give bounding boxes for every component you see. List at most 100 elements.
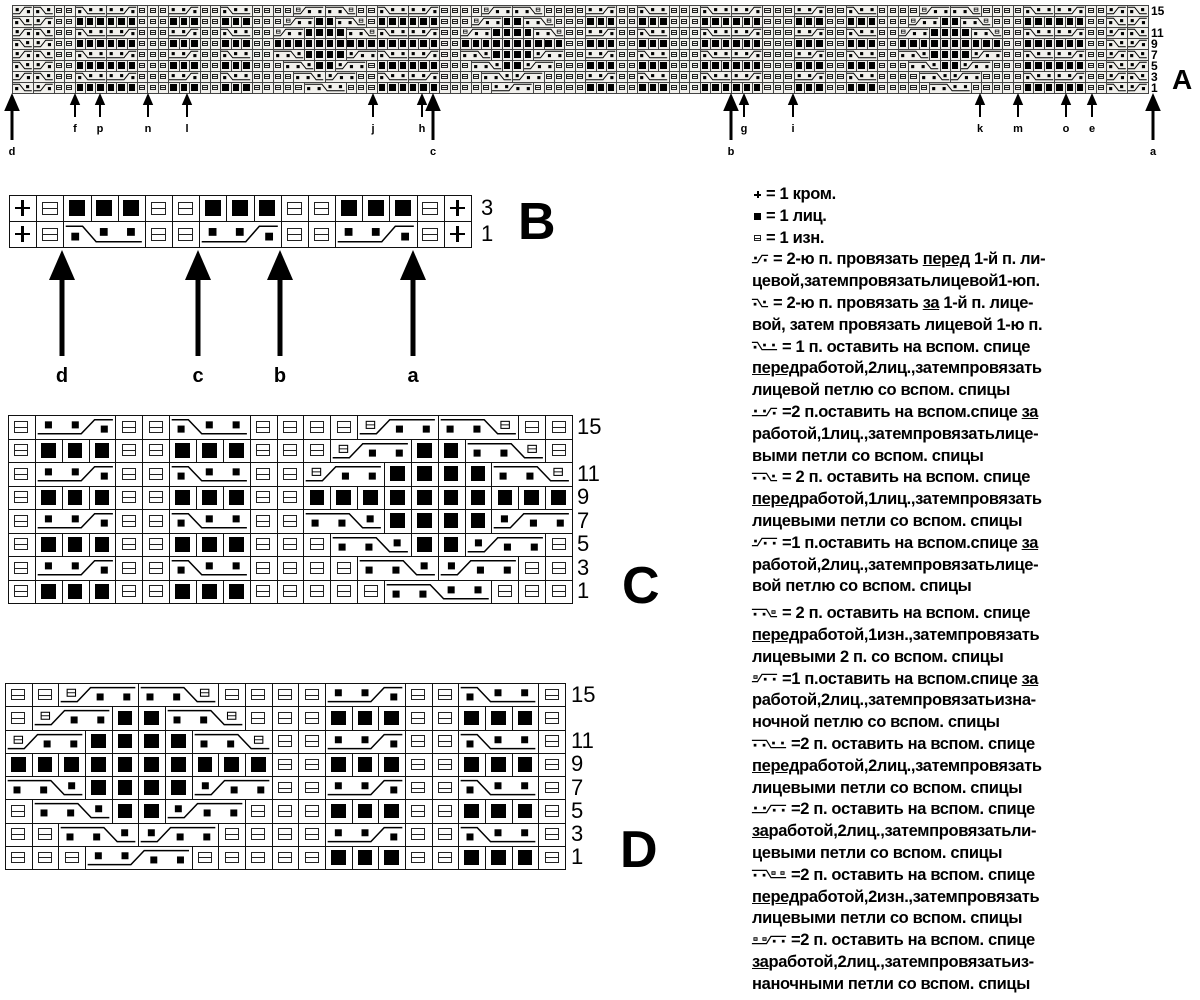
- arrow-b-icon: [267, 250, 293, 356]
- cable-cell: [32, 5, 55, 17]
- purl-stitch-icon: [212, 7, 219, 14]
- arrow-e-icon: [1086, 93, 1098, 117]
- arrow-label: h: [418, 123, 426, 135]
- purl-stitch-icon: [66, 18, 73, 25]
- arrow-label: m: [1013, 123, 1023, 135]
- right-cross-cable-icon: [75, 6, 105, 15]
- left-cross-cable-icon: [794, 6, 824, 15]
- legend-entry: = 2-ю п. провязать перед 1-й п. ли-цевой…: [751, 249, 1192, 293]
- legend-symbol-icon: [752, 232, 763, 244]
- legend-text: =2 п. оставить на вспом. спице: [791, 865, 1035, 884]
- purl-stitch-icon: [879, 7, 886, 14]
- left-cross-cable-icon: [919, 6, 949, 15]
- cable-cell: [512, 5, 545, 17]
- knit-stitch-icon: [399, 18, 407, 25]
- right-cross-cable-icon: [33, 6, 53, 15]
- purl-stitch-icon: [201, 29, 208, 36]
- row-number: 1: [571, 844, 584, 870]
- knit-stitch-icon: [86, 18, 94, 25]
- arrow-label: j: [371, 123, 375, 135]
- legend-line: лицевыми 2 п. со вспом. спицы: [752, 647, 1192, 669]
- right-cross-cable-icon: [751, 342, 778, 351]
- purl-stitch-icon: [1097, 18, 1105, 25]
- arrow-a-icon: [400, 250, 426, 356]
- knit-stitch-icon: [503, 18, 511, 25]
- purl-stitch-icon: [1004, 7, 1011, 14]
- legend-text: = 2 п. оставить на вспом. спице: [782, 604, 1031, 623]
- purl-stitch-icon: [274, 18, 281, 25]
- knit-stitch-icon: [587, 18, 594, 25]
- left-cross-cable-icon: [751, 538, 778, 547]
- purl-stitch-icon: [1097, 7, 1105, 14]
- legend-text: =1 п.оставить на вспом.спице: [782, 669, 1022, 688]
- legend-line: лицевыми петли со вспом. спицы: [752, 511, 1192, 533]
- purl-stitch-icon: [358, 7, 365, 14]
- legend-line: = 2-ю п. провязать перед 1-й п. ли-: [751, 249, 1192, 271]
- row-number: 7: [571, 774, 584, 800]
- right-cross-cable-icon: [961, 17, 991, 26]
- purl-stitch-icon: [451, 7, 459, 14]
- legend-text: работой,2изн.,затемпровязать: [799, 887, 1040, 906]
- right-cross-cable-icon: [751, 472, 778, 482]
- right-cross-cable-icon: [221, 6, 251, 15]
- legend-line: цевыми петли со вспом. спицы: [752, 843, 1192, 865]
- legend-line: =1 п.оставить на вспом.спице за: [751, 533, 1192, 555]
- knit-stitch-icon: [76, 18, 83, 25]
- purl-stitch-icon: [368, 7, 375, 14]
- left-cross-cable-icon: [732, 6, 762, 15]
- row-number: 11: [577, 460, 600, 486]
- legend-text: =2 п. оставить на вспом. спице: [791, 734, 1035, 753]
- edge-stitch-icon: [756, 191, 759, 198]
- purl-stitch-icon: [879, 18, 886, 25]
- row-number: 1: [577, 578, 590, 604]
- purl-stitch-icon: [681, 18, 688, 25]
- knit-stitch-icon: [806, 18, 813, 25]
- legend-emphasis: за: [922, 293, 940, 312]
- legend-line: лицевой петлю со вспом. спицы: [752, 380, 1192, 402]
- purl-stitch-icon: [618, 7, 625, 14]
- arrow-label: b: [727, 146, 735, 158]
- arrow-label: c: [429, 146, 437, 158]
- legend-text: лицевыми 2 п. со вспом. спицы: [752, 647, 1004, 666]
- legend-line: =2 п. оставить на вспом. спице: [751, 865, 1192, 887]
- legend-line: =2 п.оставить на вспом.спице за: [751, 402, 1192, 424]
- legend-text: работой,2лиц.,затемпровязатьиз-: [768, 952, 1034, 971]
- right-cross-cable-icon: [1128, 6, 1147, 15]
- purl-stitch-icon: [889, 18, 896, 25]
- legend-line: работой,1лиц.,затемпровязатьлице-: [752, 424, 1192, 446]
- legend-symbol-icon: [751, 298, 770, 310]
- left-cross-cable-icon: [586, 6, 616, 15]
- arrow-d-icon: [4, 93, 20, 140]
- legend-emphasis: перед: [752, 756, 800, 775]
- row-number: 11: [571, 728, 594, 754]
- left-cross-cable-icon: [751, 254, 769, 264]
- purl-stitch-icon: [1087, 7, 1094, 14]
- knit-stitch-icon: [733, 18, 740, 25]
- legend-emphasis: за: [1021, 402, 1039, 421]
- knit-stitch-icon: [107, 18, 115, 25]
- legend-text: работой,2лиц.,затемпровязатьли-: [768, 822, 1037, 841]
- chart-a: [12, 5, 1149, 94]
- legend-text: лицевыми петли со вспом. спицы: [752, 909, 1023, 928]
- legend-line: =2 п. оставить на вспом. спице: [751, 799, 1192, 821]
- knit-stitch-icon: [941, 18, 948, 25]
- knit-stitch-icon: [378, 18, 386, 25]
- legend-line: передработой,2изн.,затемпровязать: [752, 887, 1192, 909]
- right-cross-cable-icon: [221, 28, 251, 37]
- legend-line: = 1 изн.: [752, 228, 1192, 250]
- right-cross-cable-icon: [75, 28, 105, 37]
- arrow-label: i: [791, 123, 795, 135]
- right-cross-cable-icon: [951, 6, 981, 15]
- purl-stitch-icon: [628, 18, 636, 25]
- purl-stitch-icon: [899, 7, 907, 14]
- legend-emphasis: за: [752, 952, 769, 971]
- knit-stitch-icon: [753, 18, 761, 25]
- legend-emphasis: перед: [752, 490, 800, 509]
- arrow-label: f: [73, 123, 77, 135]
- right-cross-cable-icon: [751, 739, 787, 748]
- purl-stitch-icon: [201, 18, 208, 25]
- right-cross-cable-icon: [336, 17, 366, 26]
- legend-entry: = 2-ю п. провязать за 1-й п. лице-вой, з…: [751, 293, 1192, 337]
- legend-line: вой, затем провязать лицевой 1-ю п.: [752, 315, 1192, 337]
